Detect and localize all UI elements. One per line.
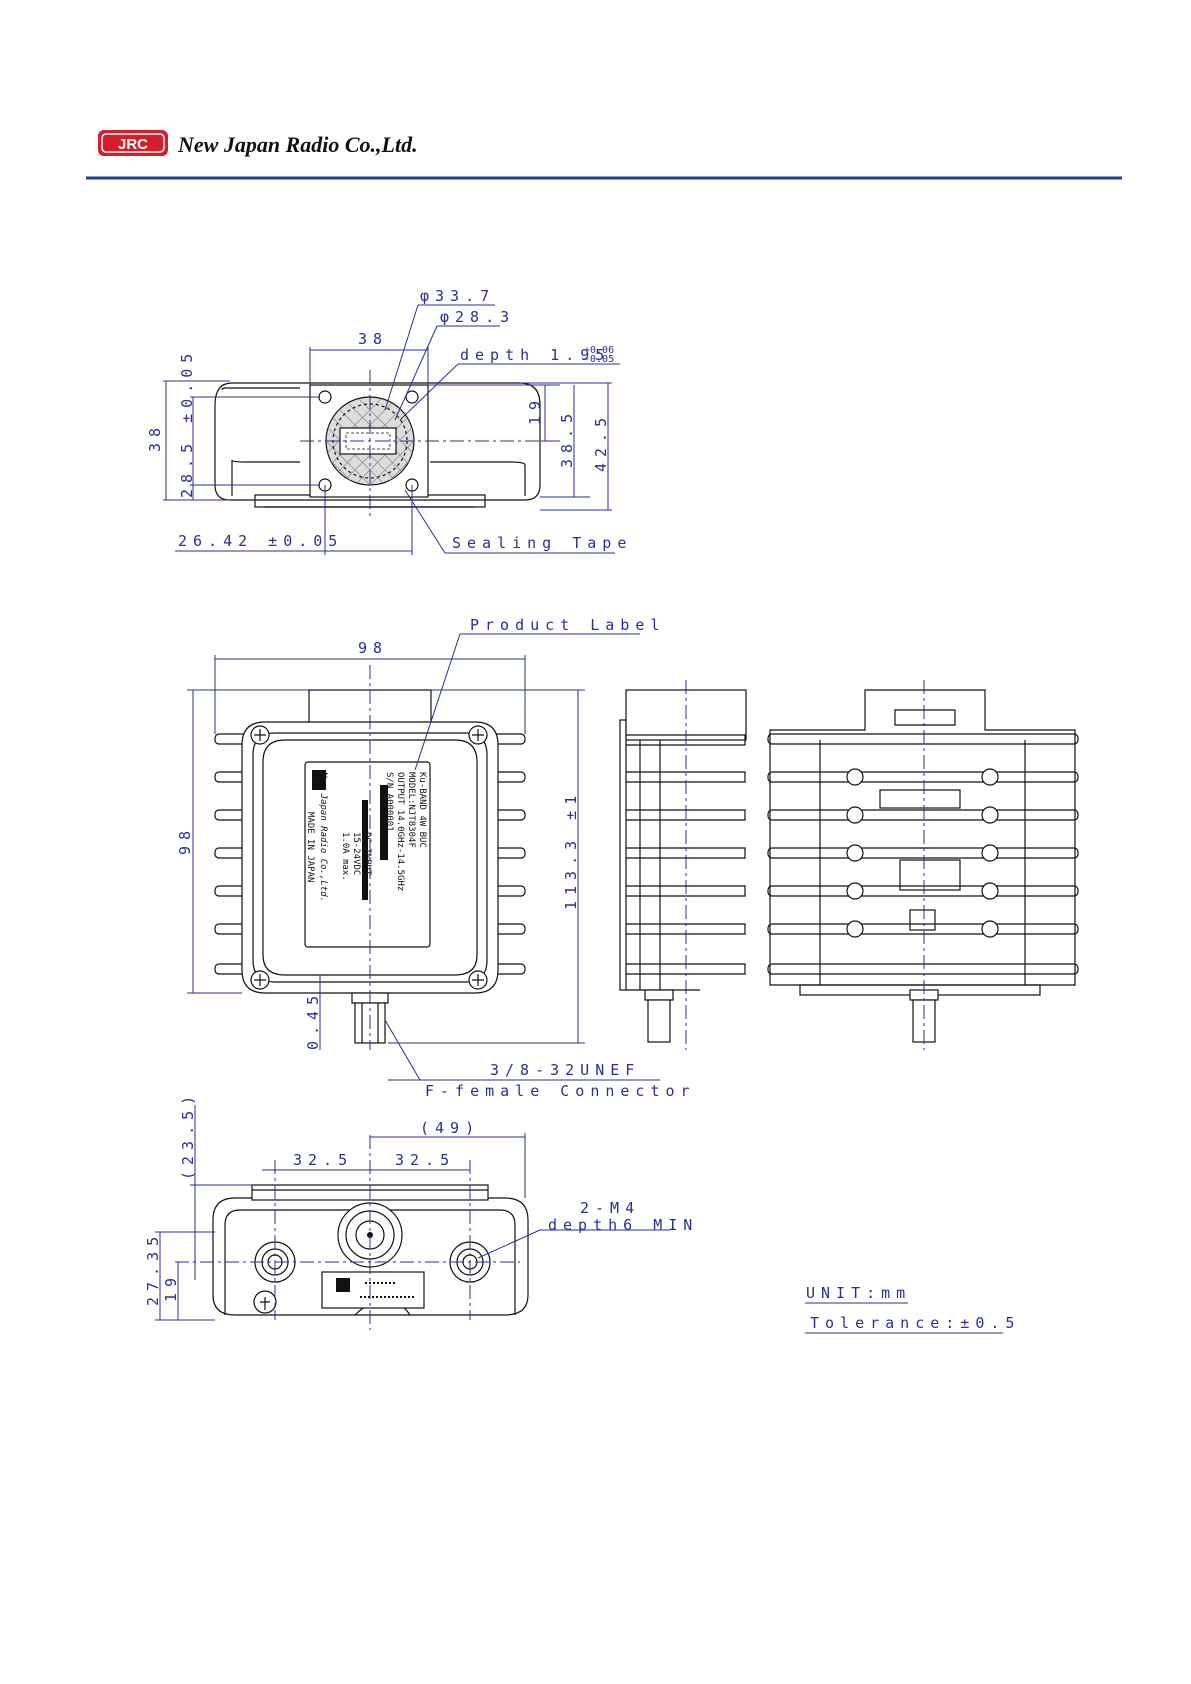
dim-depth: depth 1.95 [460,346,610,364]
dim-2-m4: 2-M4 [580,1199,640,1217]
dim-diameter-inner: φ28.3 [440,308,515,326]
dim-depth6: depth6 MIN [548,1216,698,1234]
label-logo-box [312,770,326,790]
dim-98-width: 98 [358,639,388,657]
dim-38-5: 38.5 [558,408,576,468]
dim-28-5: 28.5 ±0.05 [178,348,196,498]
dim-113: 113.3 ±1 [562,790,580,910]
dim-bottom-19: 19 [162,1272,180,1302]
connector-thread: 3/8-32UNEF [490,1061,640,1079]
dim-top-38: 38 [358,330,388,348]
notes: UNIT:mm Tolerance:±0.5 [805,1284,1020,1334]
sealing-tape-label: Sealing Tape [452,534,632,552]
dim-height-38: 38 [146,422,164,452]
front-screws [250,725,488,990]
header: JRC New Japan Radio Co.,Ltd. [86,130,1122,180]
dim-23-5: (23.5) [179,1090,197,1180]
dim-0-45: 0.45 [304,990,322,1050]
dim-19: 19 [526,395,544,425]
dim-49: (49) [420,1119,480,1137]
dim-26-42: 26.42 ±0.05 [178,532,343,550]
rear-view [767,680,1079,1050]
front-view: Ku-BAND 4W BUC MODEL:NJT8304F OUTPUT 14.… [176,616,696,1100]
rear-bosses [846,768,999,938]
side-view [619,680,747,1050]
label-barcode-2 [362,800,368,900]
unit-note: UNIT:mm [806,1284,911,1302]
product-label-plate: Ku-BAND 4W BUC MODEL:NJT8304F OUTPUT 14.… [304,761,431,948]
dim-32-5-left: 32.5 [293,1151,353,1169]
label-barcode [380,785,388,860]
label-line-4: S/N A000001 [384,772,394,832]
label-line-8: New Japan Radio Co.,Ltd. [318,771,328,902]
label-line-3: OUTPUT 14.0GHz-14.5GHz [395,772,405,891]
connector-type: F-female Connector [425,1082,696,1100]
dim-98-height: 98 [176,825,194,855]
label-line-2: MODEL:NJT8304F [406,772,416,848]
label-line-6: 15-24VDC [351,832,361,875]
bottom-view: (49) 32.5 32.5 (23.5) 27.35 19 2-M4 dept… [144,1090,698,1330]
dim-32-5-right: 32.5 [395,1151,455,1169]
label-line-9: MADE IN JAPAN [305,812,315,882]
jrc-logo: JRC [98,130,168,156]
product-label-callout: Product Label [470,616,665,634]
top-view: 38 φ33.7 φ28.3 depth 1.95 +0.06 -0.05 38… [146,287,632,555]
dim-depth-tol-minus: -0.05 [584,354,614,365]
logo-text: JRC [118,136,148,153]
dim-27-35: 27.35 [144,1231,162,1306]
company-name: New Japan Radio Co.,Ltd. [177,132,418,157]
dim-diameter-outer: φ33.7 [420,287,495,305]
label-line-1: Ku-BAND 4W BUC [417,772,427,848]
tolerance-note: Tolerance:±0.5 [810,1314,1020,1332]
rear-fins [767,733,1079,975]
dim-depth-tol-plus: +0.06 [584,345,614,356]
label-line-7: 1.0A max. [340,832,350,881]
dim-42-5: 42.5 [592,412,610,472]
